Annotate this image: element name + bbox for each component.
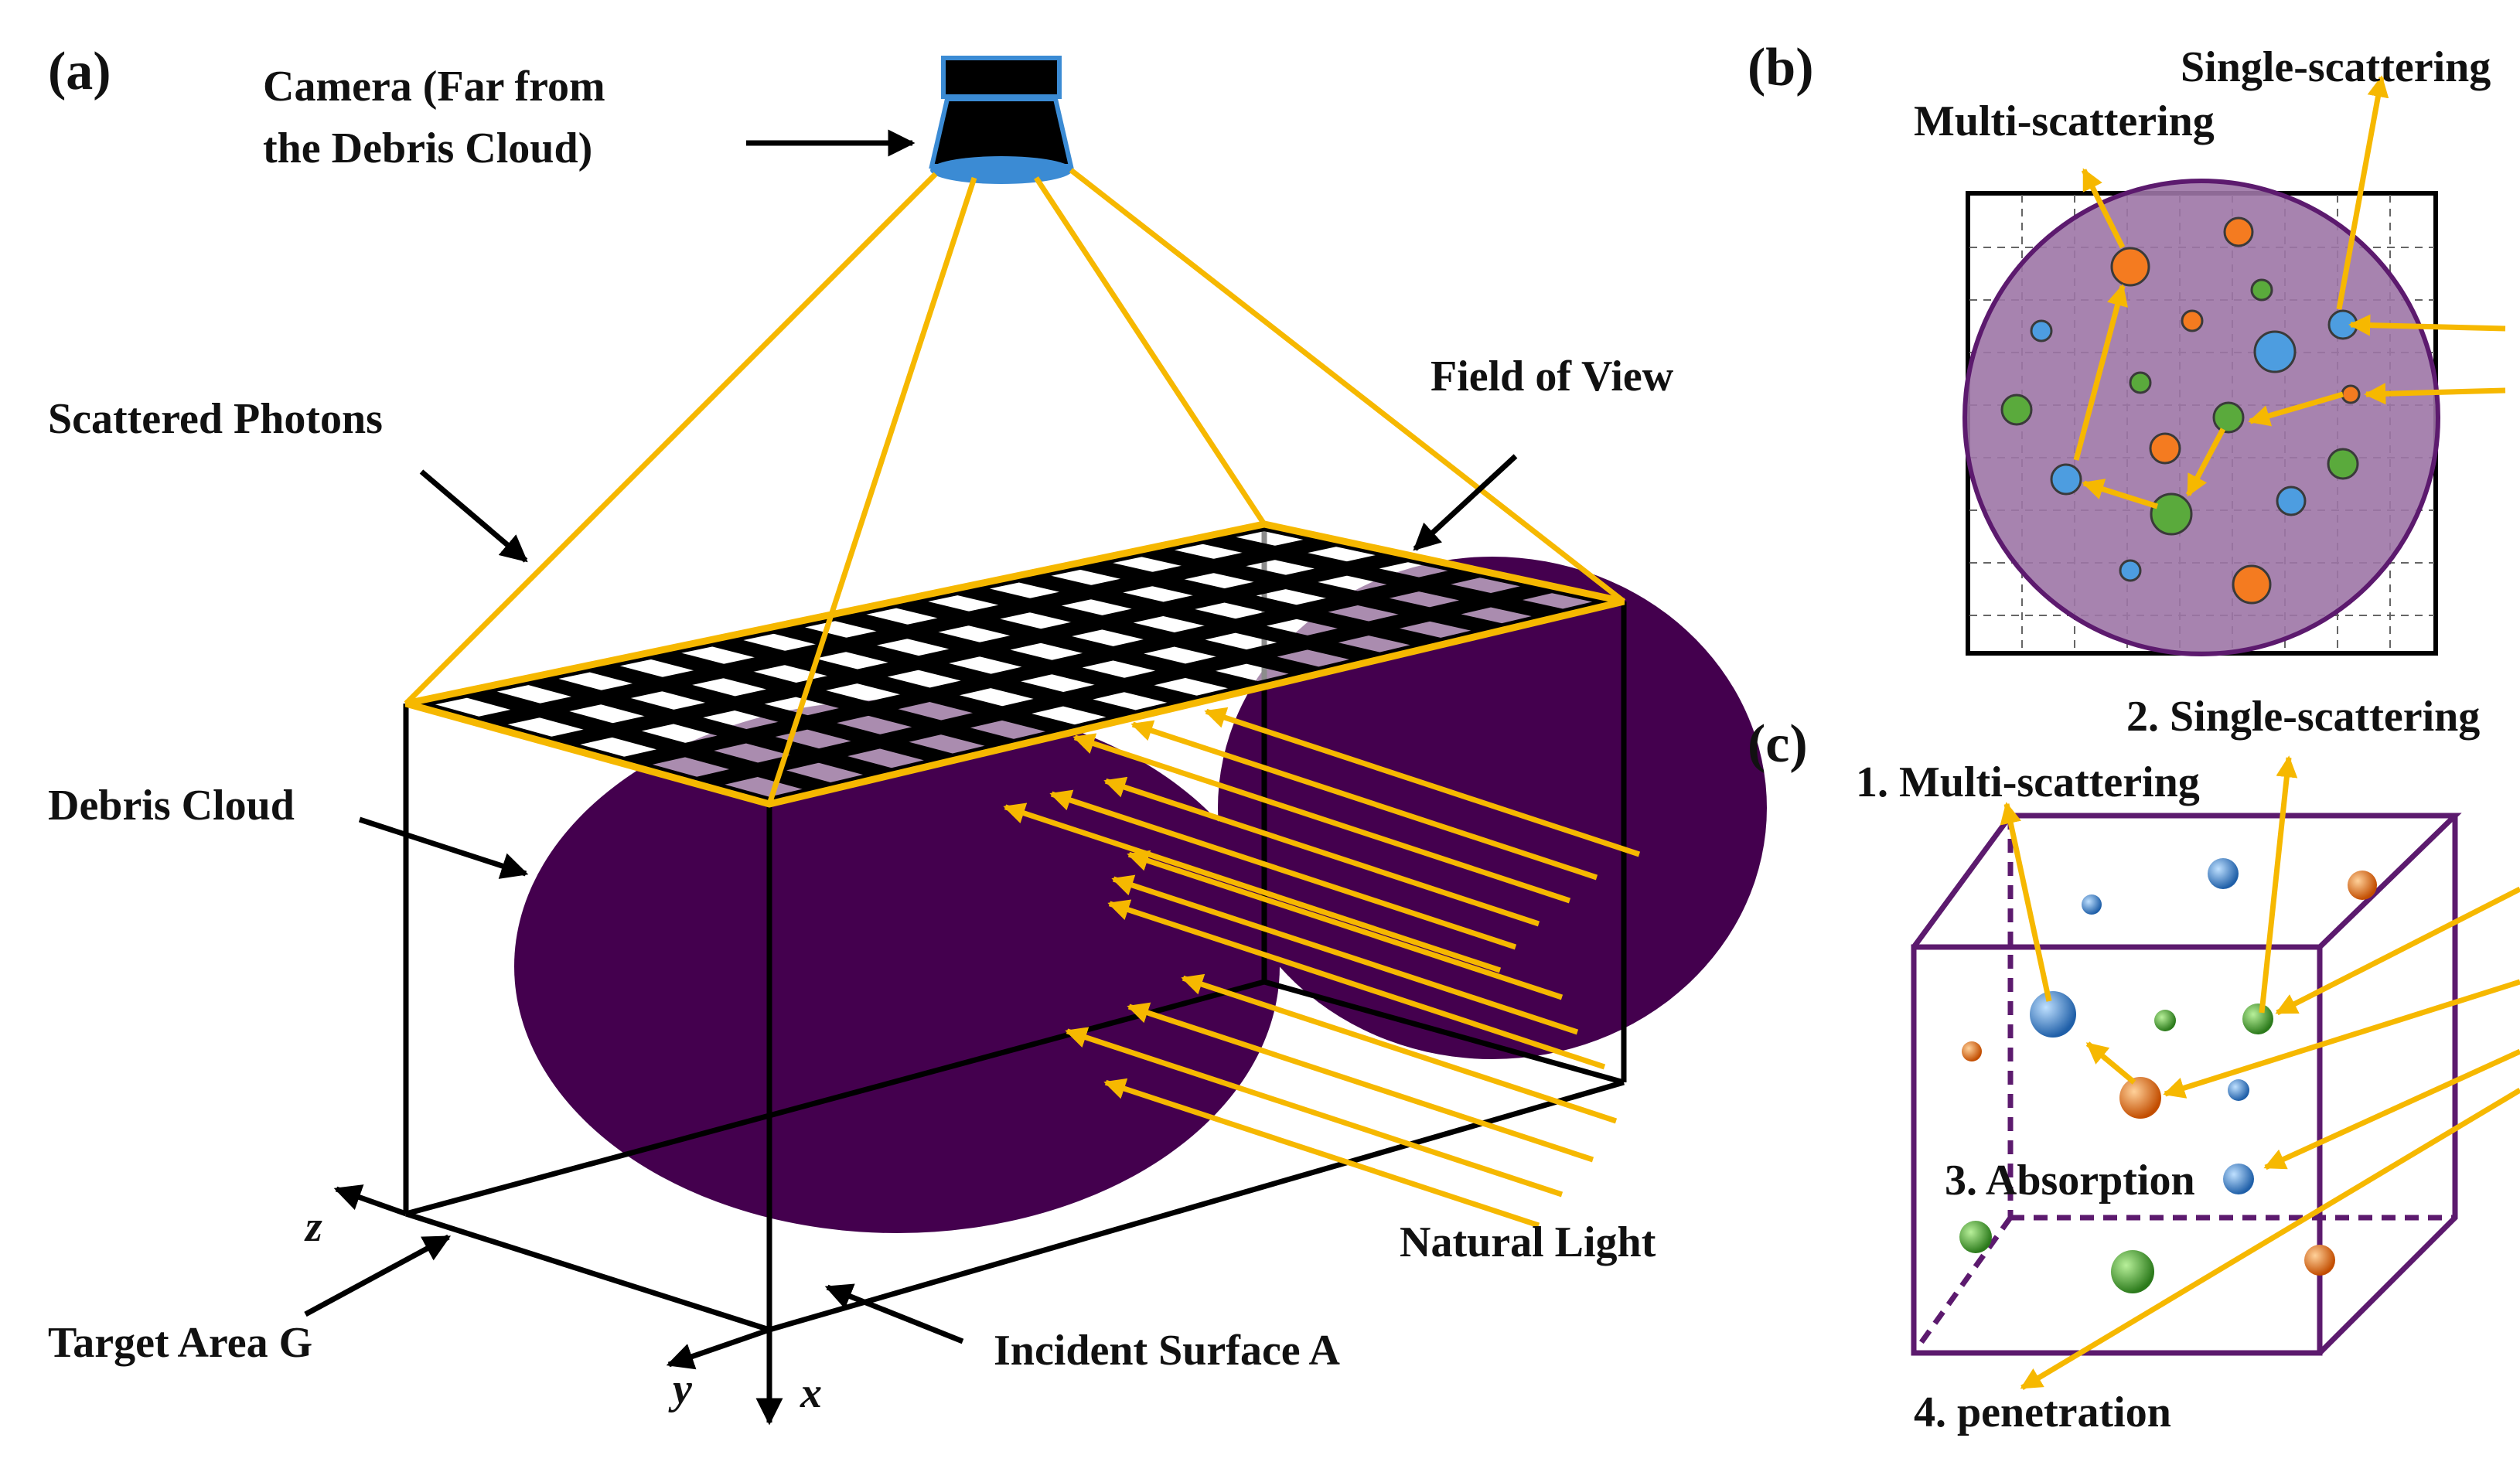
scattering-paths-c (2000, 755, 2520, 1391)
target-area-label: Target Area G (48, 1319, 312, 1367)
camera-icon (929, 56, 1074, 184)
axis-y-label: y (668, 1365, 693, 1413)
camera-rays (404, 168, 1626, 806)
field-box (403, 524, 1627, 1333)
absorption-label: 3. Absorption (1945, 1157, 2195, 1205)
camera-label-line2: the Debris Cloud) (263, 124, 592, 172)
panel-b: (b) Multi-scattering Single-scattering (1748, 38, 2506, 656)
scattering-paths-b (2073, 75, 2506, 509)
cube (1911, 813, 2462, 1356)
panel-a-label: (a) (48, 42, 111, 101)
particles-3d (1959, 858, 2377, 1293)
axis-x-label: x (800, 1369, 822, 1417)
incident-surface-label: Incident Surface A (994, 1327, 1341, 1375)
single-scattering-label-b: Single-scattering (2181, 43, 2491, 91)
scattered-photons-label: Scattered Photons (48, 395, 383, 443)
panel-a: (a) (48, 42, 1767, 1426)
natural-light-arrows (1003, 707, 1641, 1228)
panel-c: (c) 2. Single-scattering 1. Multi-scatte… (1748, 693, 2520, 1436)
single-scattering-label-c: 2. Single-scattering (2126, 693, 2480, 741)
axis-z-label: z (304, 1203, 322, 1251)
panel-c-label: (c) (1748, 714, 1808, 774)
debris-cloud-label: Debris Cloud (48, 782, 295, 830)
multi-scattering-label-c: 1. Multi-scattering (1856, 758, 2200, 806)
camera-label-line1: Camera (Far from (263, 63, 605, 111)
debris-cloud-section (1962, 179, 2440, 656)
panel-b-label: (b) (1748, 38, 1814, 97)
coordinate-axes: z y x (304, 1184, 822, 1426)
label-pointers (304, 129, 1518, 1344)
field-of-view-label: Field of View (1431, 353, 1674, 400)
natural-light-label: Natural Light (1400, 1218, 1656, 1266)
penetration-label: 4. penetration (1914, 1389, 2171, 1436)
multi-scattering-label-b: Multi-scattering (1914, 97, 2215, 145)
particles (2000, 216, 2361, 605)
